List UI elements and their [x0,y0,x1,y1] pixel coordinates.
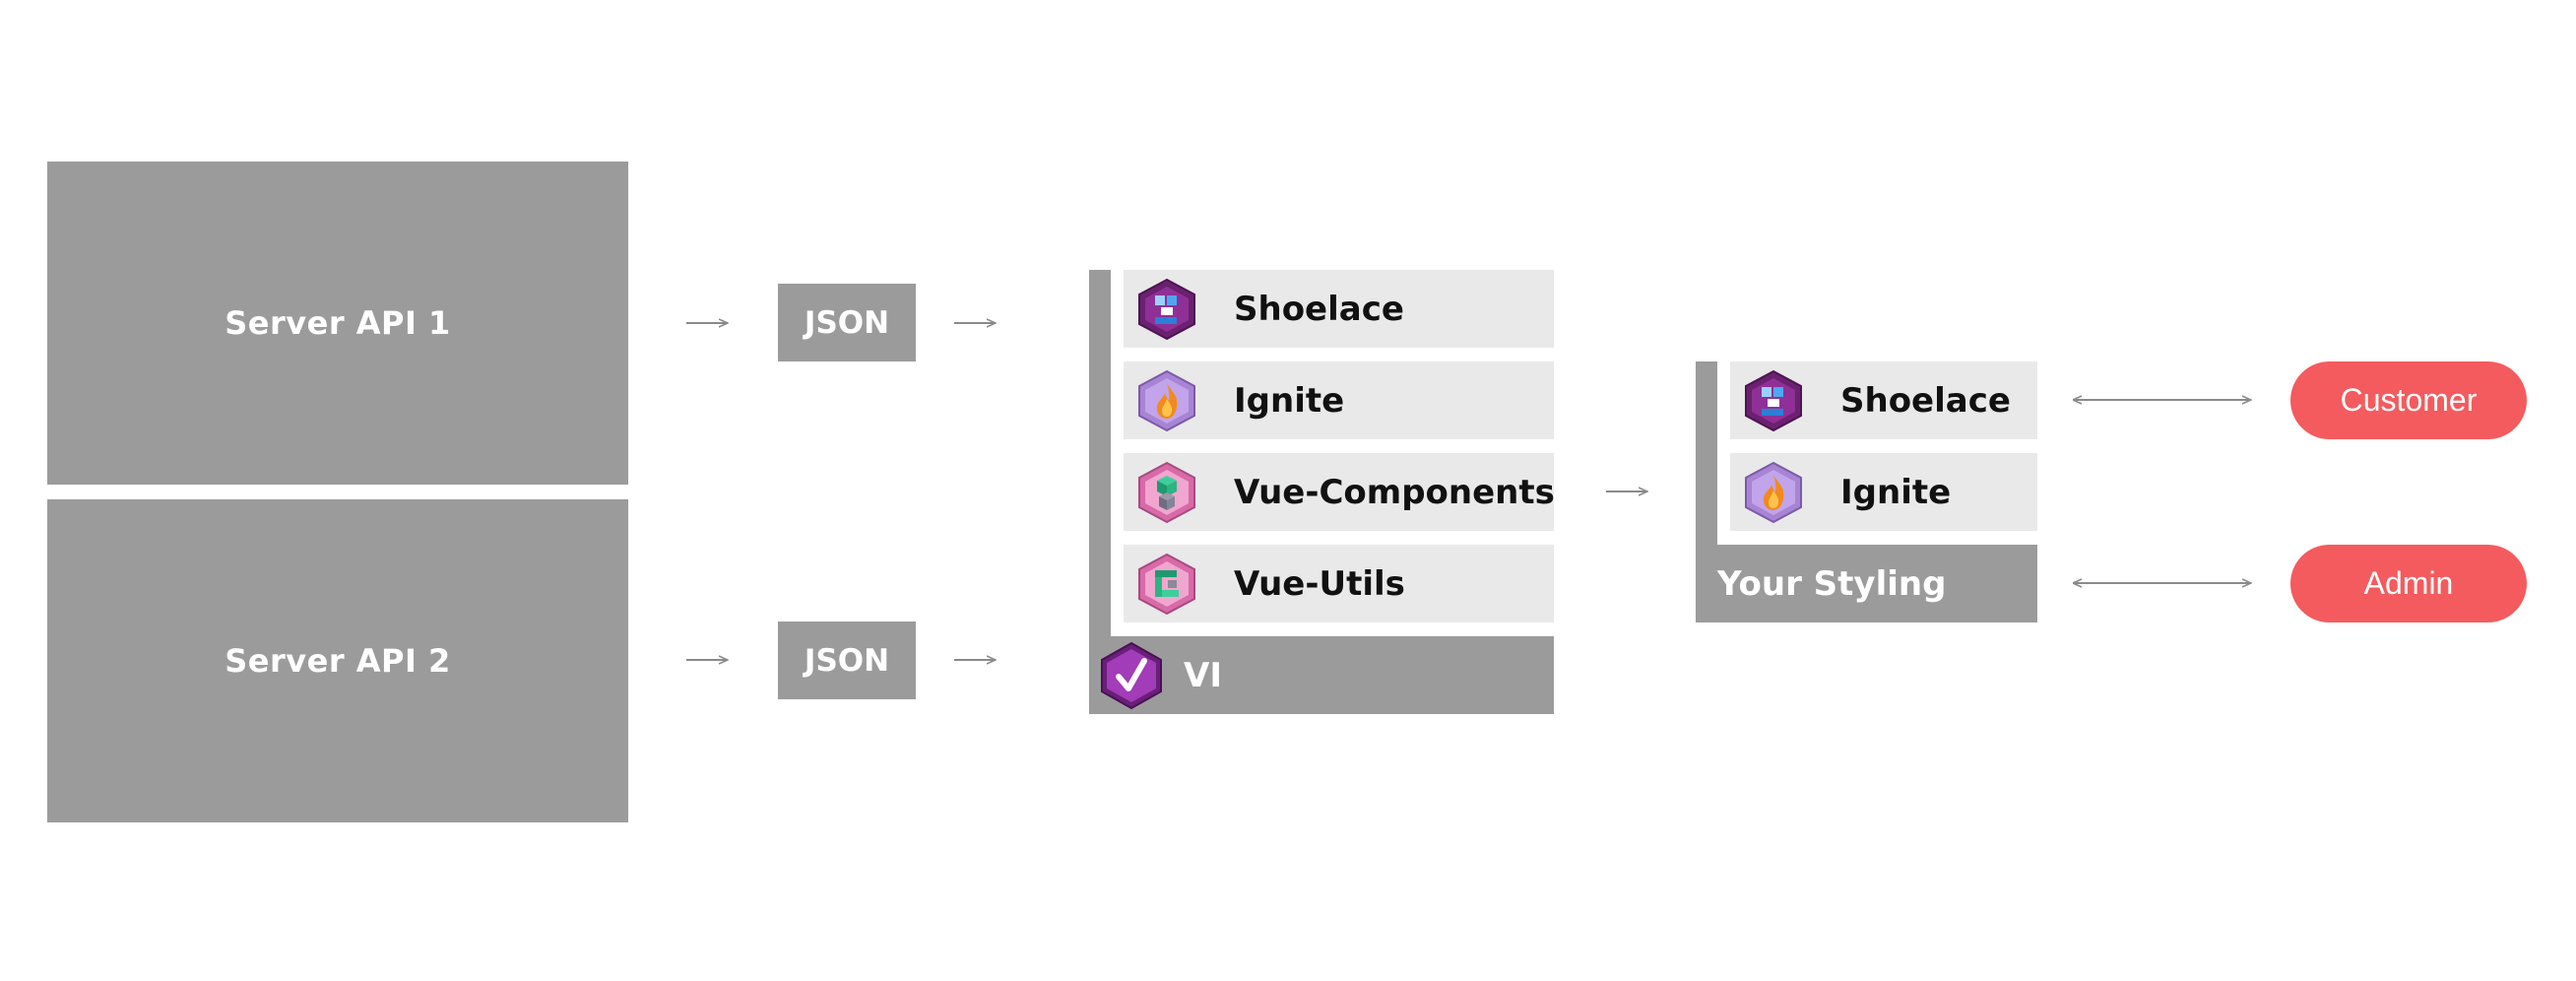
json-box-1: JSON [778,284,916,361]
vue-utils-icon [1138,553,1195,615]
json-label-2: JSON [804,642,890,679]
server-api-2-label: Server API 2 [225,642,451,680]
server-api-1-label: Server API 1 [225,304,451,342]
arrow-vi-to-styling [1606,482,1651,501]
arrow-json1-to-vi [954,313,999,333]
vi-stack-side-bar [1089,270,1111,636]
styling-stack-side-bar [1696,361,1717,545]
vi-item-vue-utils: Vue-Utils [1124,545,1554,622]
styling-base-bar: Your Styling [1696,545,2037,622]
vi-item-shoelace-label: Shoelace [1234,289,1404,329]
ignite-icon [1138,369,1195,431]
arrow-api1-to-json [686,313,732,333]
json-label-1: JSON [804,304,890,341]
styling-item-shoelace: Shoelace [1730,361,2037,439]
admin-pill: Admin [2290,545,2527,622]
vi-check-icon [1101,641,1162,709]
vi-item-vue-components-label: Vue-Components [1234,472,1555,512]
arrow-styling-admin [2071,573,2254,593]
arrow-styling-customer [2071,390,2254,410]
json-box-2: JSON [778,621,916,699]
admin-label: Admin [2363,565,2454,601]
vi-item-vue-components: Vue-Components [1124,453,1555,531]
customer-label: Customer [2340,382,2478,418]
styling-item-ignite-label: Ignite [1840,472,1952,512]
customer-pill: Customer [2290,361,2527,439]
server-api-1-box: Server API 1 [47,162,628,485]
vi-item-shoelace: Shoelace [1124,270,1554,348]
shoelace-icon [1138,278,1195,340]
styling-base-label: Your Styling [1717,563,1947,604]
vi-base-bar: VI [1089,636,1554,714]
vi-base-label: VI [1184,655,1222,695]
vi-item-ignite: Ignite [1124,361,1554,439]
arrow-json2-to-vi [954,650,999,670]
server-api-2-box: Server API 2 [47,499,628,822]
vi-item-ignite-label: Ignite [1234,380,1345,421]
vi-item-vue-utils-label: Vue-Utils [1234,563,1405,604]
ignite-icon [1745,461,1802,523]
styling-item-shoelace-label: Shoelace [1840,380,2011,421]
shoelace-icon [1745,369,1802,431]
vue-components-icon [1138,461,1195,523]
arrow-api2-to-json [686,650,732,670]
styling-item-ignite: Ignite [1730,453,2037,531]
